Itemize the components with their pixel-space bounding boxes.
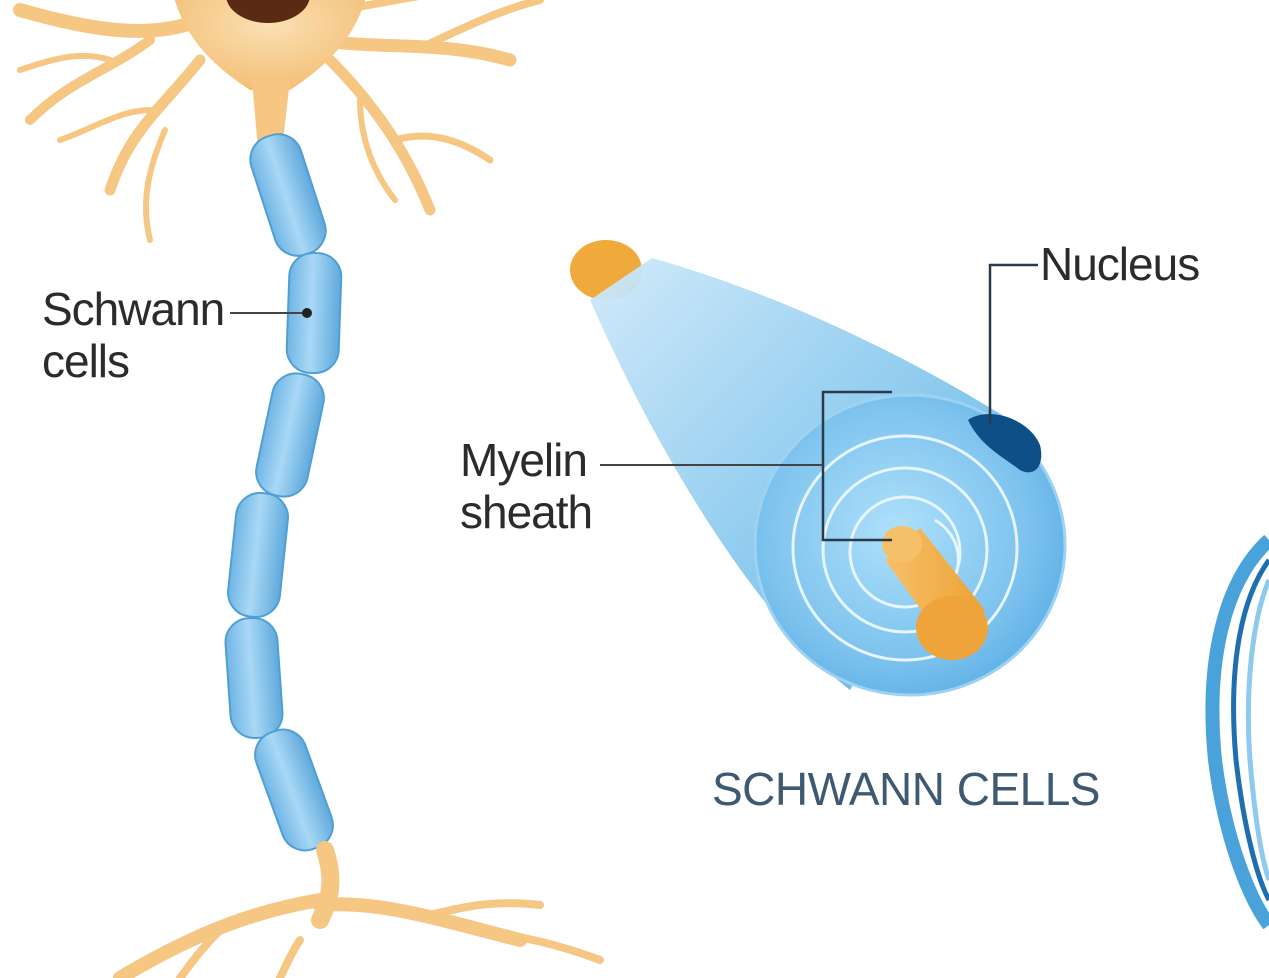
myelin-sheath-label: Myelin sheath bbox=[460, 434, 593, 538]
axon-hillock bbox=[252, 80, 290, 150]
schwann-segment bbox=[249, 133, 327, 257]
myelin-cross-section bbox=[570, 240, 1067, 697]
schwann-nucleus bbox=[968, 414, 1042, 473]
schwann-leader-dot bbox=[302, 308, 312, 318]
partial-cross-section bbox=[1205, 534, 1269, 930]
myelin-label-line1: Myelin bbox=[460, 434, 588, 486]
axon-terminals bbox=[113, 841, 604, 978]
cell-body bbox=[174, 0, 366, 90]
schwann-segment bbox=[227, 491, 289, 619]
schwann-segment bbox=[255, 372, 325, 498]
diagram-title: SCHWANN CELLS bbox=[712, 763, 1100, 815]
myelin-label-line2: sheath bbox=[460, 486, 593, 538]
schwann-label-line1: Schwann bbox=[42, 283, 225, 335]
nucleus-label: Nucleus bbox=[1040, 238, 1200, 290]
schwann-label-line2: cells bbox=[42, 335, 130, 387]
neuron-illustration bbox=[13, 0, 604, 978]
axon-core bbox=[882, 526, 988, 660]
neuron-nucleus bbox=[226, 0, 310, 23]
schwann-cells-label: Schwann cells bbox=[42, 283, 225, 387]
myelin-layers bbox=[791, 434, 1019, 662]
schwann-segment bbox=[254, 728, 334, 852]
myelin-segments bbox=[224, 133, 343, 852]
nucleus-leader-line bbox=[988, 263, 1038, 425]
schwann-segment bbox=[224, 616, 284, 740]
